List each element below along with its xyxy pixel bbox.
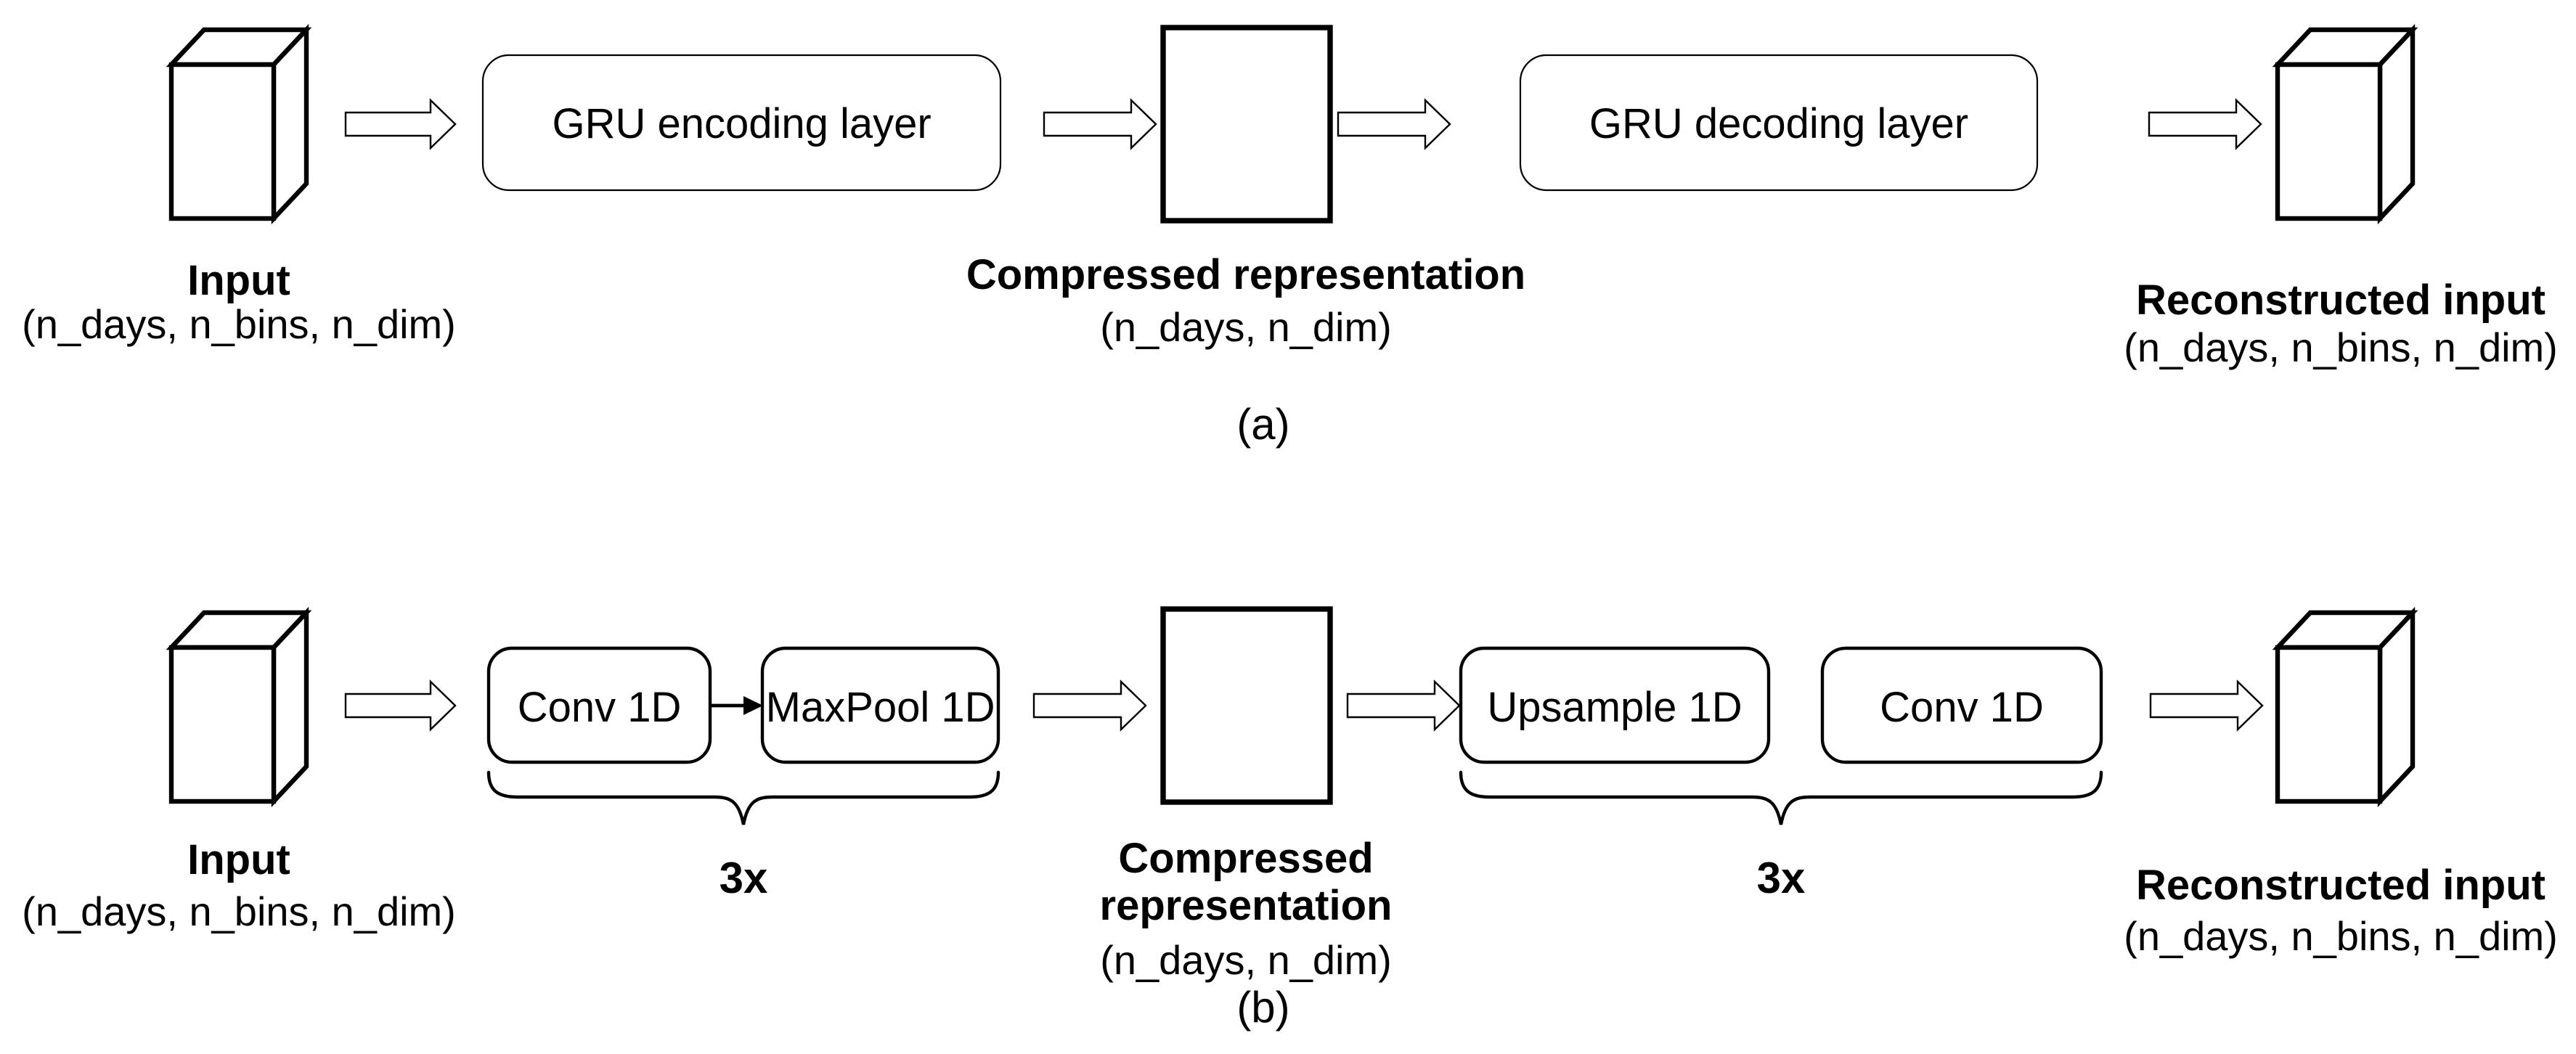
conv1d-encoder-label: Conv 1D [518,684,682,731]
panel-b: Conv 1D MaxPool 1D 3x Upsample 1D Conv 1… [22,606,2558,1031]
reconstructed-label: Reconstructed input [2136,862,2546,909]
compressed-label-line2: representation [1100,882,1393,929]
encoder-repeat-brace [486,770,1000,825]
input-dims-label: (n_days, n_bins, n_dim) [22,301,456,347]
reconstructed-dims-label: (n_days, n_bins, n_dim) [2124,913,2558,959]
conv-to-maxpool-arrow [710,696,763,715]
compressed-dims-label: (n_days, n_dim) [1100,304,1392,350]
gru-decoding-layer-label: GRU decoding layer [1589,100,1968,147]
maxpool1d-label: MaxPool 1D [766,684,995,731]
reconstructed-cube [2272,606,2418,808]
compressed-representation-box-a [1160,25,1333,224]
panel-b-tag: (b) [1236,983,1289,1031]
gru-encoding-layer-label: GRU encoding layer [552,100,931,147]
decoder-repeat-brace [1459,770,2103,825]
gru-encoding-layer-box [481,54,1002,192]
conv1d-decoder-box [1820,646,2103,764]
maxpool1d-box [760,646,1000,764]
panel-a-tag: (a) [1236,400,1289,449]
decoder-repeat-label: 3x [1757,854,1806,902]
compressed-label-line1: Compressed [1118,835,1373,882]
input-cube [166,606,312,808]
flow-arrow-a2 [1043,98,1157,150]
panel-a: GRU encoding layer GRU decoding layer In… [22,23,2558,449]
conv1d-decoder-label: Conv 1D [1880,684,2044,731]
flow-arrow-b4 [2149,679,2264,732]
flow-arrow-b1 [344,679,457,732]
input-dims-label: (n_days, n_bins, n_dim) [22,888,456,934]
flow-arrow-b3 [1346,679,1461,732]
input-label: Input [187,257,290,304]
flow-arrow-a3 [1337,98,1451,150]
input-cube [166,23,312,225]
reconstructed-label: Reconstructed input [2136,277,2546,324]
reconstructed-dims-label: (n_days, n_bins, n_dim) [2124,324,2558,370]
flow-arrow-a1 [344,98,457,150]
input-label: Input [187,836,290,883]
upsample1d-box [1459,646,1771,764]
compressed-label: Compressed representation [966,251,1525,298]
gru-decoding-layer-box [1519,54,2039,192]
encoder-repeat-label: 3x [720,854,768,902]
upsample1d-label: Upsample 1D [1487,684,1742,731]
flow-arrow-a4 [2148,98,2262,150]
compressed-representation-box-b [1160,606,1333,805]
compressed-dims-label: (n_days, n_dim) [1100,937,1392,983]
flow-arrow-b2 [1032,679,1147,732]
reconstructed-cube [2272,23,2418,225]
